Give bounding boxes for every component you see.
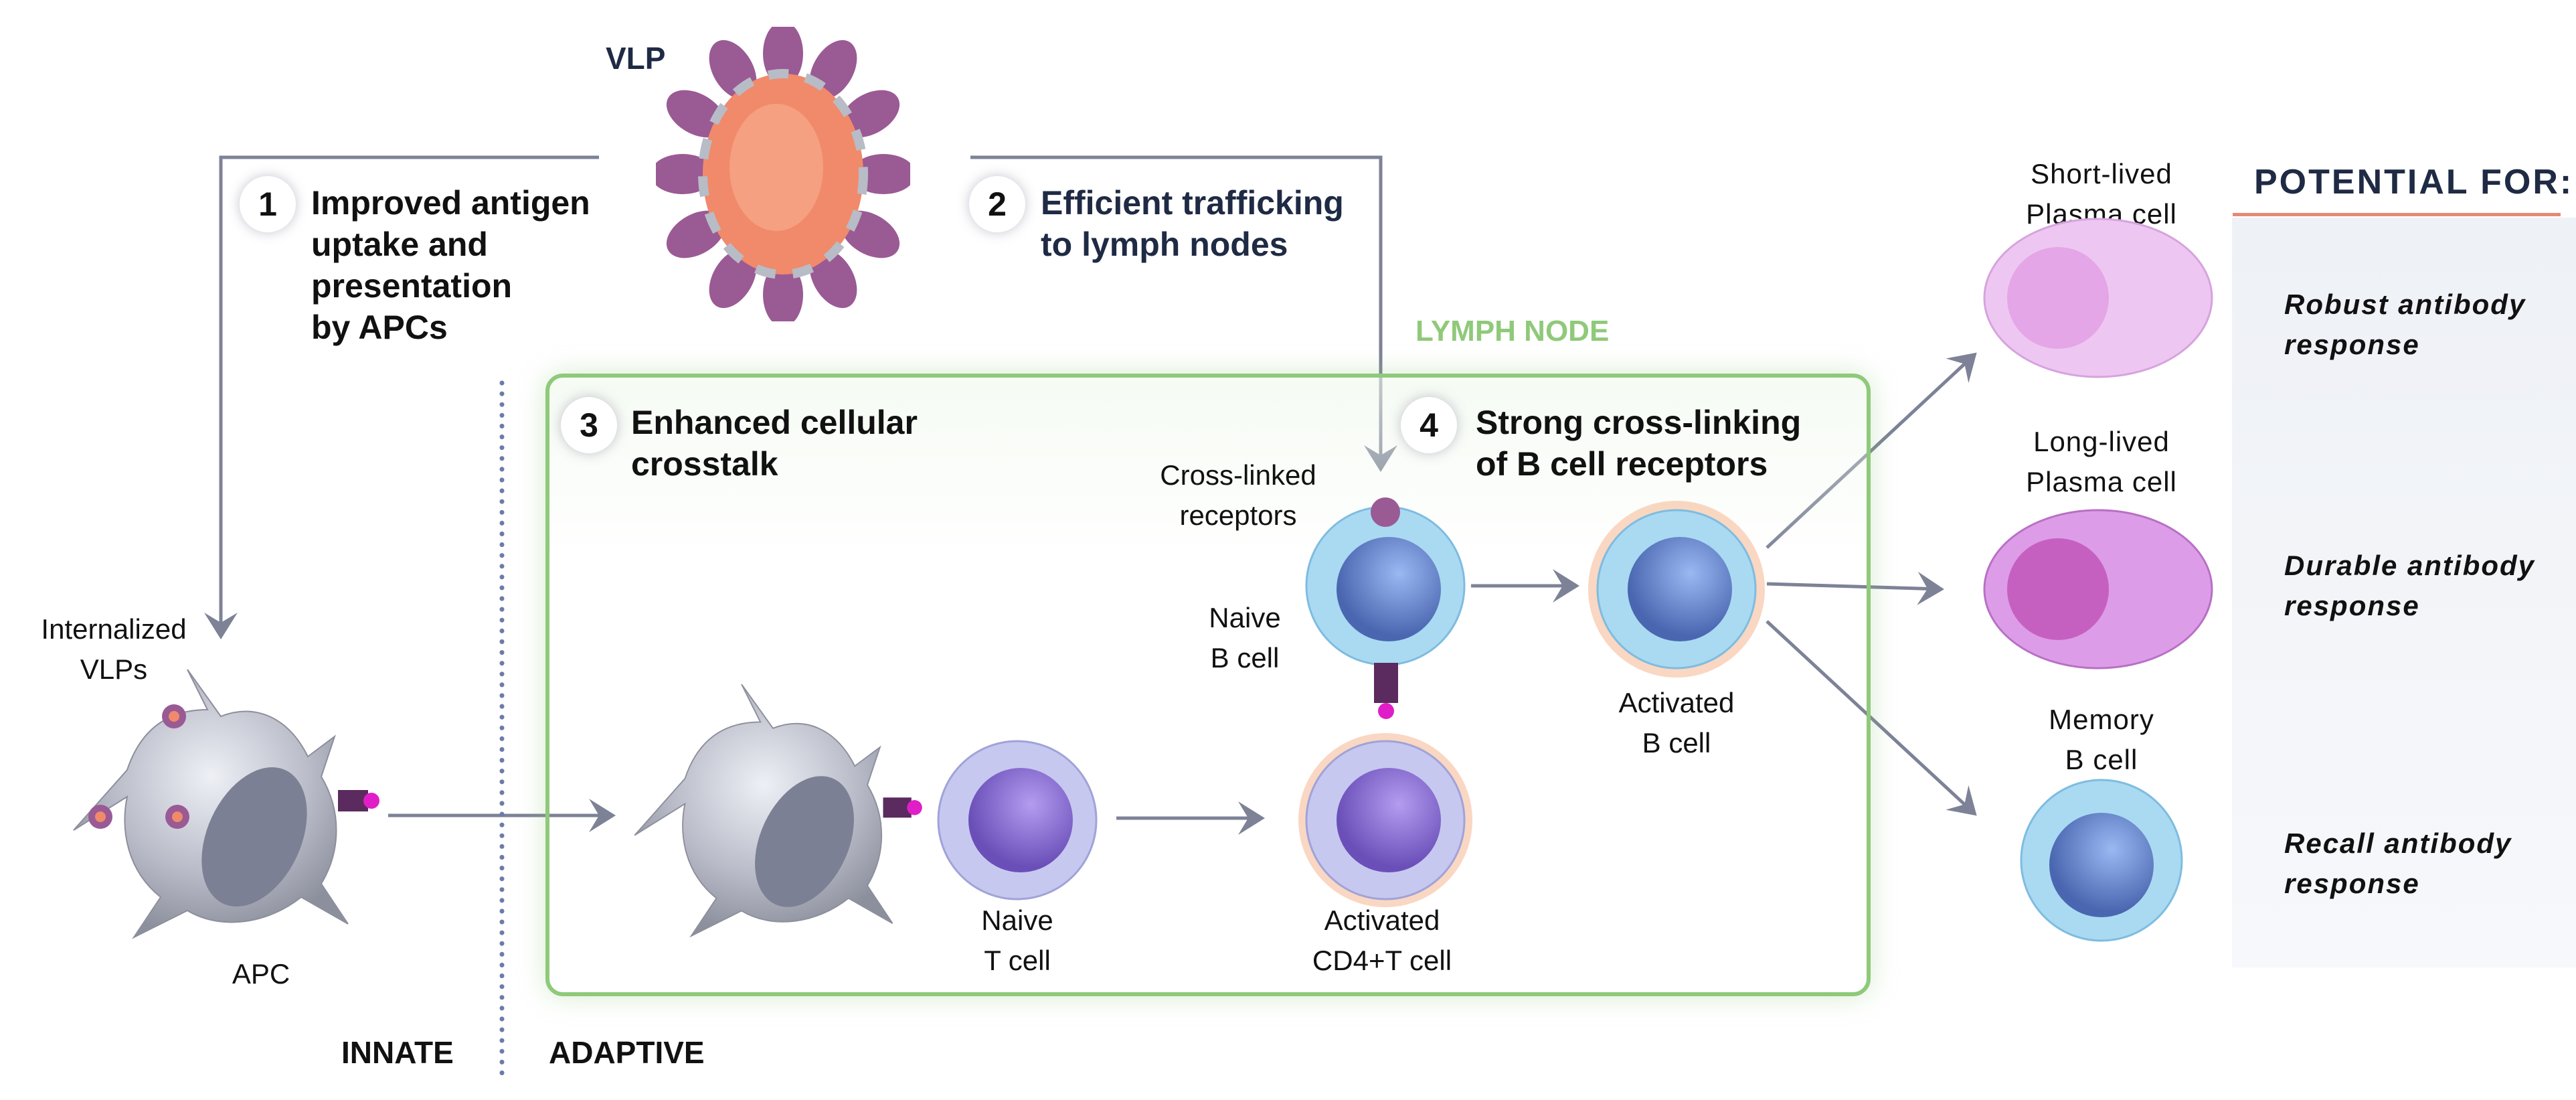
- step-3-line: Enhanced cellular: [631, 404, 918, 441]
- short-lived-plasma-cell-icon: [1983, 218, 2213, 378]
- step-1-line: Improved antigen: [311, 184, 590, 222]
- outcome-line: Recall antibody: [2284, 828, 2512, 859]
- outcome-line: response: [2284, 868, 2420, 899]
- potential-panel: [2232, 218, 2576, 967]
- vlp-label: VLP: [606, 41, 666, 76]
- label-line: Activated: [1324, 905, 1440, 936]
- outcome-line: Durable antibody: [2284, 550, 2536, 581]
- step-1-line: presentation: [311, 267, 513, 305]
- outcome-robust: Robust antibody response: [2284, 285, 2526, 365]
- outcome-line: Robust antibody: [2284, 289, 2526, 320]
- arrow-vlp-to-lymph-node: [970, 155, 1397, 472]
- step-4-badge: 4: [1401, 397, 1457, 453]
- naive-b-cell-label: Naive B cell: [1198, 598, 1292, 678]
- internalized-vlps-label: Internalized VLPs: [27, 609, 201, 690]
- activated-cd4-t-cell-label: Activated CD4+T cell: [1275, 900, 1489, 981]
- memory-b-cell-icon: [2020, 779, 2183, 942]
- step-1-title: Improved antigen uptake and presentation…: [311, 182, 590, 348]
- label-line: B cell: [1642, 727, 1711, 759]
- step-3-line: crosstalk: [631, 445, 778, 483]
- label-line: B cell: [1210, 642, 1280, 674]
- label-line: Cross-linked: [1160, 459, 1316, 491]
- vlp-particle-icon: [656, 27, 910, 321]
- memory-b-cell-label: Memory B cell: [2014, 700, 2188, 780]
- vlp-spike: [709, 248, 757, 309]
- apc-label: APC: [232, 958, 290, 990]
- label-line: CD4+T cell: [1312, 945, 1452, 976]
- potential-divider: [2233, 213, 2561, 216]
- activated-b-cell-label: Activated B cell: [1576, 683, 1777, 763]
- step-2-badge: 2: [969, 176, 1025, 232]
- outcome-durable: Durable antibody response: [2284, 546, 2535, 626]
- label-line: receptors: [1179, 499, 1297, 531]
- outcome-line: response: [2284, 590, 2420, 621]
- label-line: Memory: [2049, 704, 2154, 735]
- outcome-recall: Recall antibody response: [2284, 823, 2512, 904]
- apc-cell-lymph-icon: [634, 684, 922, 938]
- step-2-title: Efficient trafficking to lymph nodes: [1041, 182, 1344, 265]
- arrow-vlp-to-apc: [204, 155, 599, 639]
- step-2-line: to lymph nodes: [1041, 226, 1288, 263]
- vlp-spike: [840, 90, 900, 138]
- label-line: Long-lived: [2033, 426, 2170, 457]
- naive-b-cell-icon: [1305, 497, 1466, 719]
- vlp-spike: [809, 248, 857, 309]
- label-line: Internalized: [41, 613, 187, 645]
- vlp-spike: [666, 90, 726, 138]
- step-1-line: uptake and: [311, 226, 488, 263]
- activated-b-cell-icon: [1588, 501, 1765, 678]
- naive-t-cell-icon: [937, 740, 1098, 900]
- label-line: Short-lived: [2031, 158, 2172, 189]
- label-line: VLPs: [80, 653, 148, 685]
- naive-t-cell-label: Naive T cell: [947, 900, 1088, 981]
- activated-cd4-t-cell-icon: [1298, 733, 1472, 907]
- label-line: Naive: [1209, 602, 1281, 633]
- apc-cell-icon: [73, 669, 379, 939]
- outcome-line: response: [2284, 329, 2420, 360]
- step-4-title: Strong cross-linking of B cell receptors: [1476, 402, 1801, 485]
- step-4-line: Strong cross-linking: [1476, 404, 1802, 441]
- label-line: Activated: [1618, 687, 1735, 718]
- long-lived-plasma-label: Long-lived Plasma cell: [1988, 422, 2215, 502]
- label-line: B cell: [2065, 744, 2138, 775]
- long-lived-plasma-cell-icon: [1983, 509, 2213, 670]
- cross-linked-receptors-label: Cross-linked receptors: [1151, 455, 1325, 536]
- step-3-badge: 3: [561, 397, 617, 453]
- label-line: T cell: [984, 945, 1051, 976]
- step-2-line: Efficient trafficking: [1041, 184, 1344, 222]
- label-line: Plasma cell: [2026, 466, 2177, 497]
- label-line: Naive: [981, 905, 1053, 936]
- adaptive-label: ADAPTIVE: [549, 1035, 705, 1070]
- step-1-badge: 1: [240, 176, 296, 232]
- step-3-title: Enhanced cellular crosstalk: [631, 402, 918, 485]
- potential-header: POTENTIAL FOR:: [2254, 163, 2574, 202]
- lymph-node-label: LYMPH NODE: [1415, 315, 1610, 347]
- step-4-line: of B cell receptors: [1476, 445, 1768, 483]
- innate-label: INNATE: [341, 1035, 454, 1070]
- step-1-line: by APCs: [311, 309, 448, 346]
